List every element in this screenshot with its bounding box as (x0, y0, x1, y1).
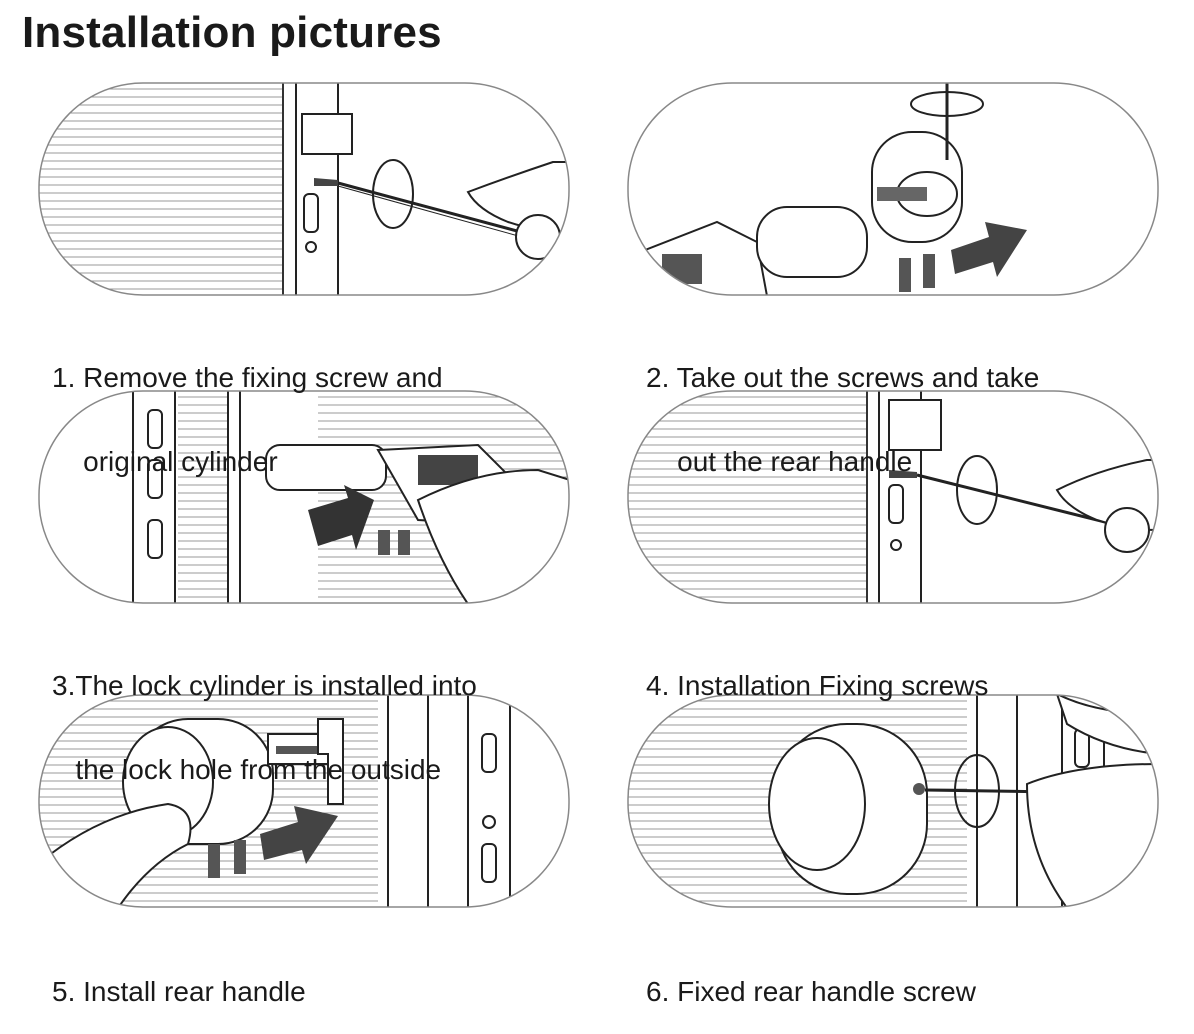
step-5-illustration (38, 694, 570, 908)
step-3-caption-line-1: 3.The lock cylinder is installed into (52, 670, 477, 701)
step-5-caption: 5. Install rear handle (52, 922, 306, 1034)
step-3-caption-line-2: the lock hole from the outside (52, 754, 442, 785)
step-2-caption-line-2: out the rear handle (646, 446, 913, 477)
step-6-illustration (627, 694, 1159, 908)
step-3-illustration (38, 390, 570, 604)
step-4-illustration (627, 390, 1159, 604)
step-1-caption-line-1: 1. Remove the fixing screw and (52, 362, 443, 393)
step-2-caption: 2. Take out the screws and take out the … (646, 308, 1039, 504)
step-4-caption: 4. Installation Fixing screws (646, 616, 988, 728)
step-2-caption-line-1: 2. Take out the screws and take (646, 362, 1040, 393)
page-title: Installation pictures (22, 8, 442, 57)
step-1-illustration (38, 82, 570, 296)
step-1-caption: 1. Remove the fixing screw and original … (52, 308, 443, 504)
step-6-caption-line-1: 6. Fixed rear handle screw (646, 976, 976, 1007)
step-4-caption-line-1: 4. Installation Fixing screws (646, 670, 989, 701)
step-3-caption: 3.The lock cylinder is installed into th… (52, 616, 477, 812)
step-5-caption-line-1: 5. Install rear handle (52, 976, 306, 1007)
step-2-illustration (627, 82, 1159, 296)
step-1-caption-line-2: original cylinder (52, 446, 278, 477)
step-6-caption: 6. Fixed rear handle screw (646, 922, 976, 1034)
